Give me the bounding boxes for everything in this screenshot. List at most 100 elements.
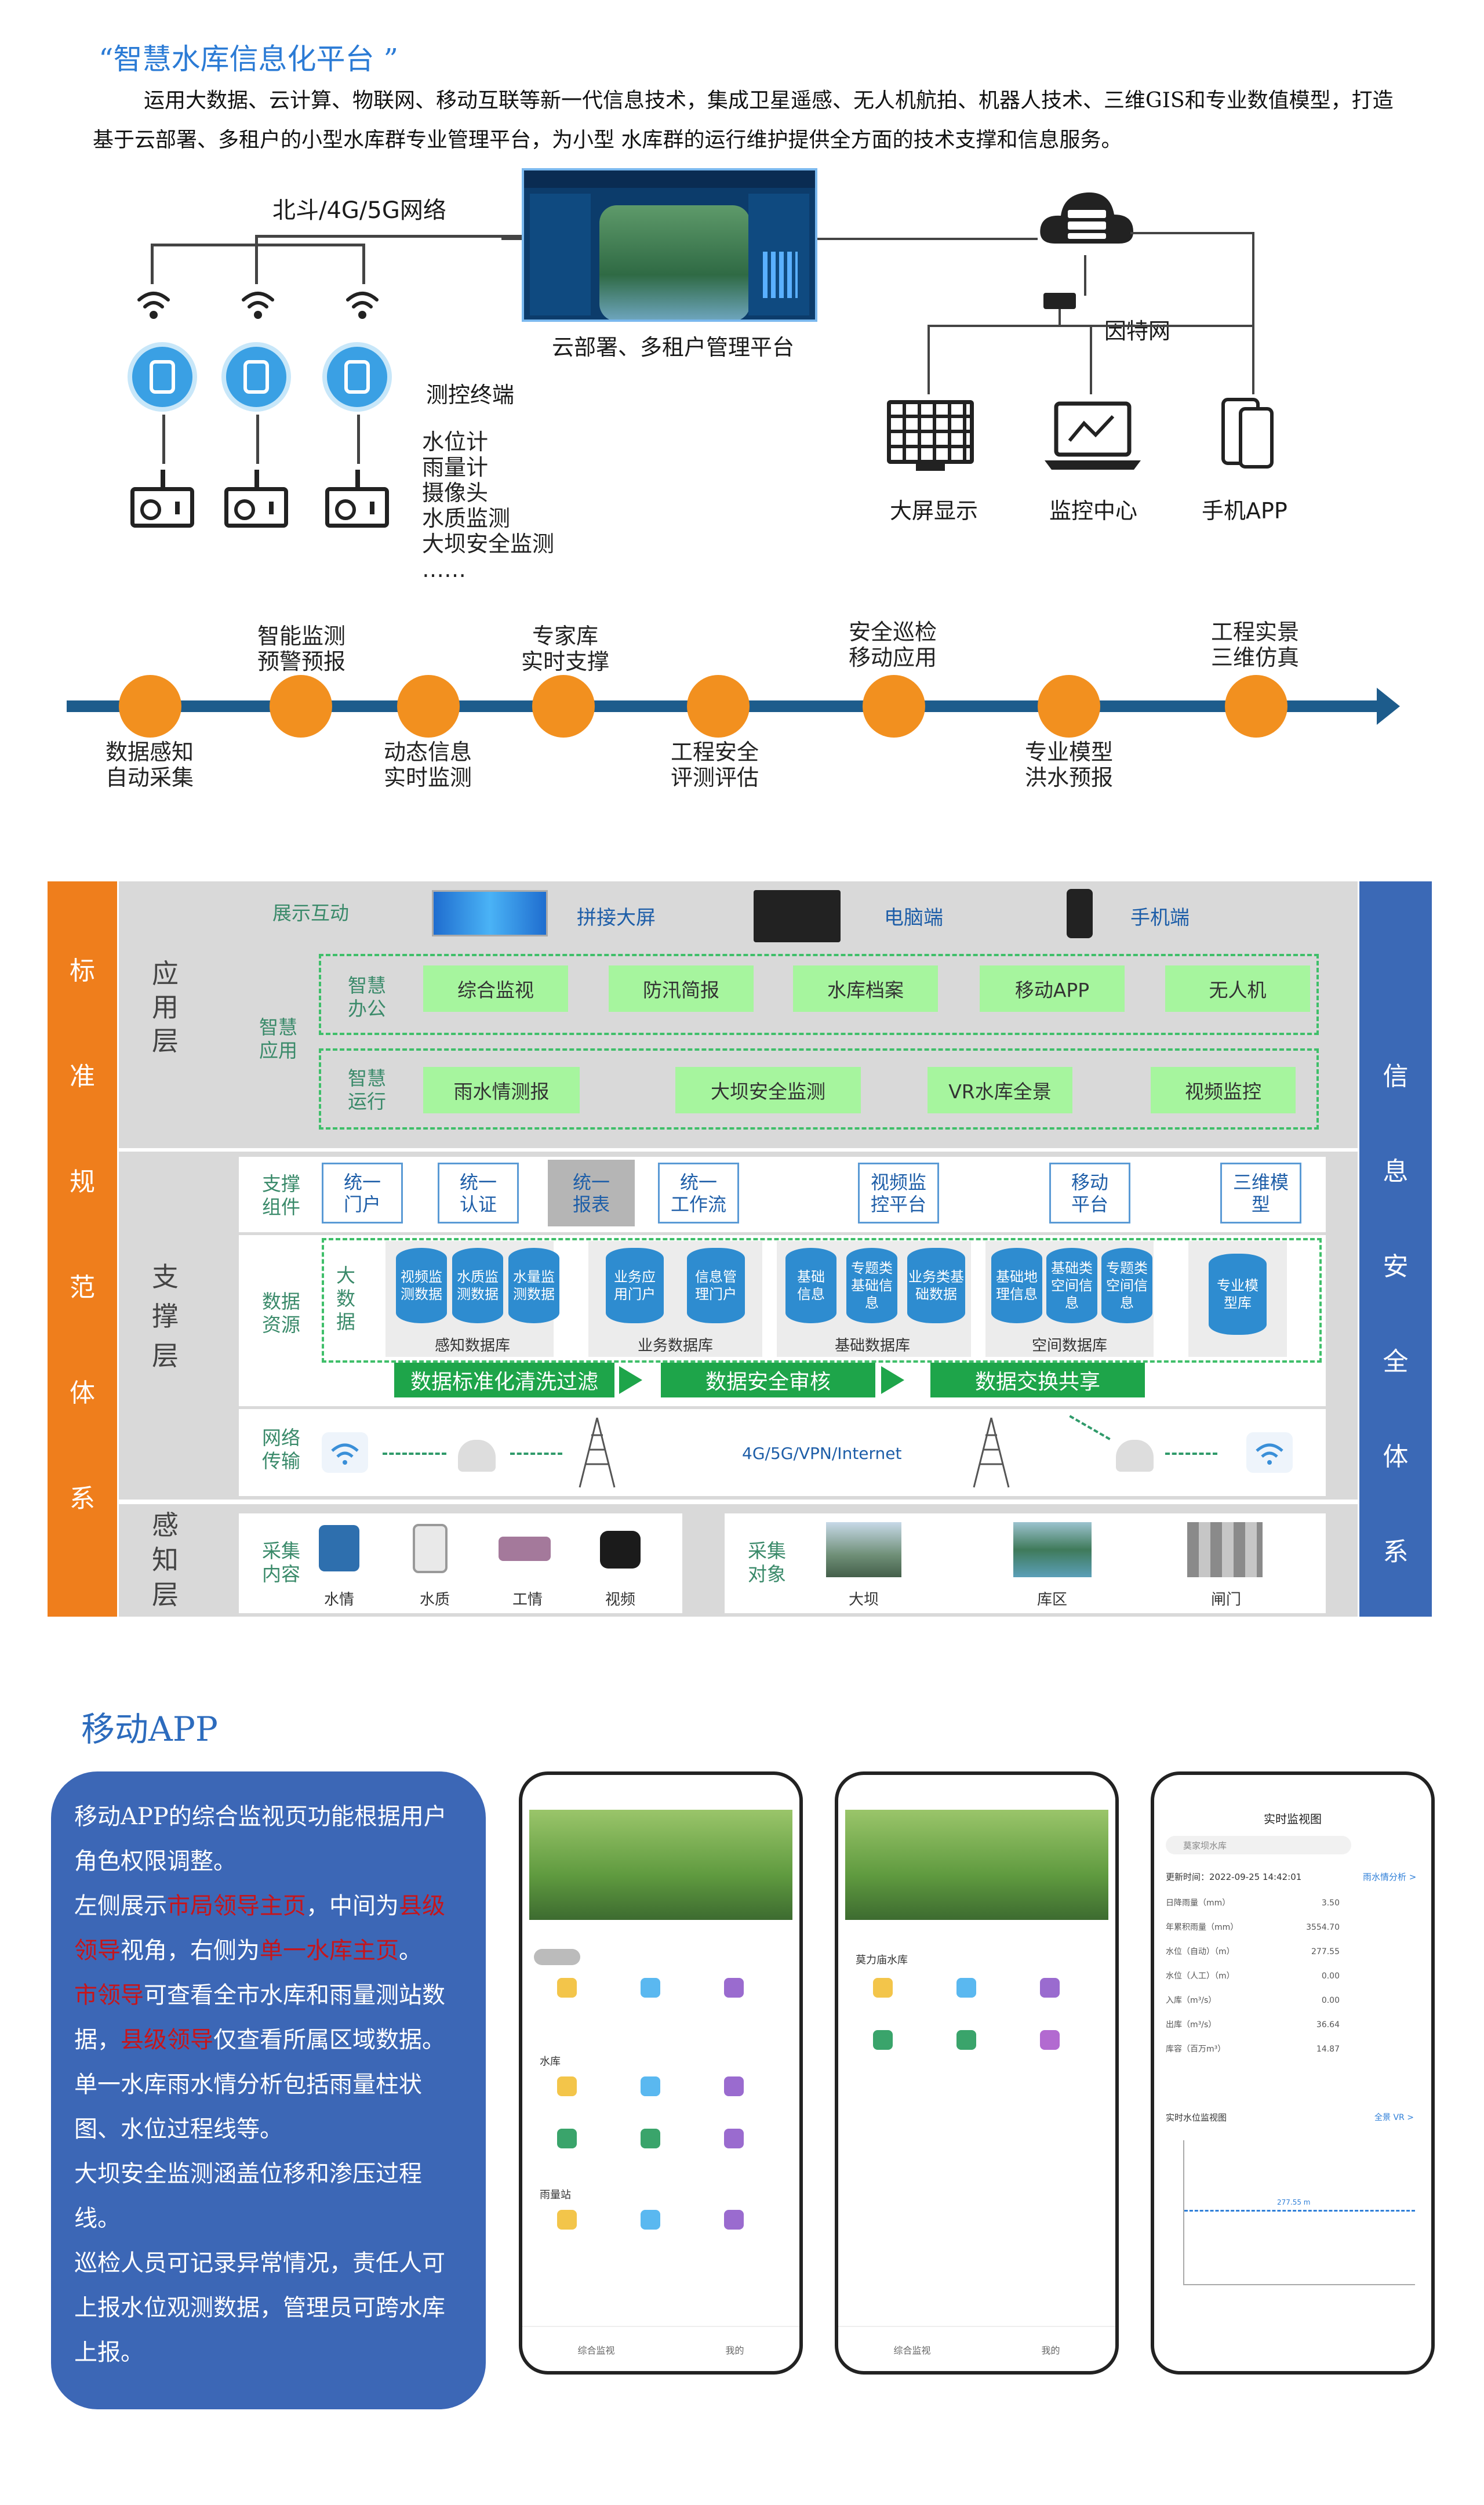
db-cylinder: 水质监 测数据 <box>452 1248 503 1323</box>
phone-icon <box>1221 398 1274 469</box>
security-band: 信息安全体系 <box>1359 881 1432 1617</box>
db-cylinder: 业务类基 础数据 <box>907 1248 965 1323</box>
metric-row: 入库（m³/s）0.00 <box>1166 1996 1340 2005</box>
wifi-icon <box>322 1432 368 1473</box>
metric-row: 年累积雨量（mm）3554.70 <box>1166 1923 1340 1932</box>
db-cylinder: 专业模 型库 <box>1209 1254 1267 1335</box>
mobile-app-label: 手机APP <box>1202 498 1287 524</box>
analysis-link[interactable]: 雨水情分析 > <box>1363 1872 1417 1882</box>
reservoir-image <box>1013 1522 1092 1577</box>
app-layer-label: 应用层 <box>152 958 179 1057</box>
monitor-center-label: 监控中心 <box>1049 498 1138 524</box>
computer-image <box>754 890 841 942</box>
db-cylinder: 水量监 测数据 <box>508 1248 559 1323</box>
sensor-image <box>499 1537 551 1561</box>
wifi-icon <box>1246 1432 1293 1473</box>
component-box: 三维模 型 <box>1220 1163 1301 1224</box>
tab-item[interactable]: 综合监视 <box>577 2345 615 2356</box>
terminal-icon <box>130 464 197 533</box>
target-item: 闸门 <box>1210 1591 1241 1609</box>
timeline-label: 安全巡检移动应用 <box>848 619 937 670</box>
camera-image <box>600 1531 641 1569</box>
terminal-label: 测控终端 <box>426 382 515 408</box>
toggle-switch <box>534 1949 580 1965</box>
metric-row: 日降雨量（mm）3.50 <box>1166 1898 1340 1908</box>
terminal-icon <box>224 464 291 533</box>
timeline-node <box>1225 675 1287 738</box>
net-label: 网络 传输 <box>262 1426 300 1472</box>
db-cylinder: 专题类 基础信 息 <box>846 1248 897 1323</box>
target-item: 库区 <box>1036 1591 1067 1609</box>
device-item: 水位计 <box>422 429 489 455</box>
timeline-label: 工程安全评测评估 <box>670 739 759 790</box>
db-cylinder: 基础 信息 <box>785 1248 836 1323</box>
big-screen-icon <box>887 400 974 464</box>
water-level-line <box>1184 2210 1415 2212</box>
app-module: 视频监控 <box>1151 1067 1296 1113</box>
section-label: 水库 <box>540 2056 561 2068</box>
tower-icon <box>579 1417 616 1488</box>
device-item: 大坝安全监测 <box>422 531 555 557</box>
water-level-value: 277.55 m <box>1277 2198 1311 2206</box>
device-item: …… <box>422 557 466 582</box>
phone-image <box>1067 889 1093 938</box>
app-module: 移动APP <box>980 965 1125 1012</box>
timeline-node <box>1038 675 1100 738</box>
components-row <box>239 1157 1326 1232</box>
tab-item[interactable]: 综合监视 <box>893 2345 931 2356</box>
standards-band: 标准规范体系 <box>48 881 117 1617</box>
tower-icon <box>973 1417 1010 1488</box>
flow-step: 数据安全审核 <box>661 1363 875 1397</box>
update-time: 更新时间：2022-09-25 14:42:01 <box>1166 1872 1302 1882</box>
display-item: 手机端 <box>1130 906 1190 930</box>
phone-mockup-reservoir: 实时监视图 莫家坝水库 更新时间：2022-09-25 14:42:01 雨水情… <box>1151 1771 1435 2375</box>
search-input[interactable]: 莫家坝水库 <box>1166 1836 1351 1854</box>
db-cylinder: 专题类 空间信 息 <box>1101 1248 1152 1323</box>
target-item: 大坝 <box>848 1591 879 1609</box>
water-quality-image <box>413 1524 448 1573</box>
office-group <box>319 954 1319 1035</box>
timeline-label: 数据感知自动采集 <box>105 739 194 790</box>
collect-item: 工情 <box>512 1591 543 1609</box>
db-caption: 基础数据库 <box>834 1337 910 1355</box>
component-box: 移动 平台 <box>1049 1163 1130 1224</box>
sense-layer-label: 感知层 <box>152 1509 179 1610</box>
app-module: 雨水情测报 <box>423 1067 580 1113</box>
office-label: 智慧 办公 <box>348 974 386 1020</box>
collect-item: 水情 <box>323 1591 354 1609</box>
cloud-icon <box>1040 192 1133 244</box>
run-label: 智慧 运行 <box>348 1067 386 1113</box>
sensor-icon <box>128 342 197 412</box>
tab-item[interactable]: 我的 <box>725 2345 744 2356</box>
dam-image <box>826 1522 901 1577</box>
antenna-dome-icon <box>458 1440 496 1472</box>
flow-step: 数据标准化清洗过滤 <box>394 1363 614 1397</box>
platform-screenshot <box>522 168 817 322</box>
chart-title: 实时水位监视图 <box>1166 2112 1227 2123</box>
component-box: 统一 工作流 <box>658 1163 739 1224</box>
flow-arrow <box>619 1366 642 1394</box>
db-cylinder: 视频监 测数据 <box>396 1248 447 1323</box>
phone-mockup-city: 水库 雨量站 综合监视我的 <box>519 1771 803 2375</box>
sensor-icon <box>322 342 392 412</box>
app-module: 综合监视 <box>423 965 568 1012</box>
icon-row <box>557 2076 744 2096</box>
icon-row <box>873 1978 1060 1998</box>
timeline-arrow <box>1377 688 1400 725</box>
laptop-icon <box>1045 401 1141 470</box>
vr-link[interactable]: 全景 VR > <box>1374 2113 1414 2122</box>
db-cylinder: 基础类 空间信 息 <box>1046 1248 1097 1323</box>
device-item: 摄像头 <box>422 480 489 506</box>
timeline-label: 智能监测预警预报 <box>257 623 345 674</box>
timeline-node <box>532 675 595 738</box>
landscape-image <box>529 1810 792 1920</box>
device-list: 水位计 雨量计 摄像头 水质监测 大坝安全监测 …… <box>422 429 554 582</box>
tab-item[interactable]: 我的 <box>1041 2345 1060 2356</box>
tiled-screen-image <box>432 890 548 936</box>
display-item: 电脑端 <box>884 906 943 930</box>
metric-row: 水位（自动）（m）277.55 <box>1166 1947 1340 1956</box>
screen-title: 实时监视图 <box>1264 1812 1322 1826</box>
link-dash <box>1165 1453 1217 1455</box>
page-title: “智慧水库信息化平台 ” <box>99 42 399 76</box>
icon-row <box>873 2030 1060 2050</box>
